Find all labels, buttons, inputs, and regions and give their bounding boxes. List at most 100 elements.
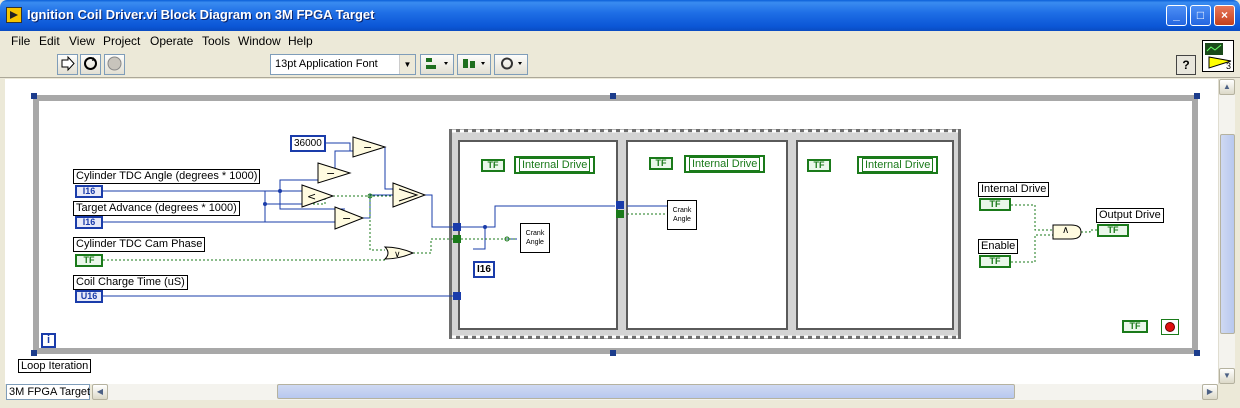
block-diagram-canvas[interactable]: − − < − ∨ xyxy=(5,79,1218,384)
svg-text:−: − xyxy=(363,141,372,154)
font-select[interactable]: 13pt Application Font ▼ xyxy=(270,54,416,75)
align-objects-button[interactable] xyxy=(420,54,454,75)
local-variable-internal-drive[interactable]: Internal Drive xyxy=(684,155,766,173)
local-variable-internal-drive[interactable]: Internal Drive xyxy=(514,156,596,174)
scroll-left-button[interactable]: ◀ xyxy=(92,384,108,400)
local-variable-internal-drive-label: Internal Drive xyxy=(519,158,591,172)
label-enable[interactable]: Enable xyxy=(978,239,1019,254)
distribute-objects-button[interactable] xyxy=(457,54,491,75)
target-tab[interactable]: 3M FPGA Target xyxy=(6,384,90,400)
crank-angle-subvi[interactable]: Crank Angle xyxy=(520,223,550,253)
type-constant-i16[interactable]: I16 xyxy=(473,261,495,278)
select-node[interactable] xyxy=(392,182,427,208)
menu-tools[interactable]: Tools xyxy=(202,34,231,48)
local-variable-internal-drive-type[interactable]: TF xyxy=(807,159,831,172)
svg-text:∨: ∨ xyxy=(394,250,401,260)
control-enable[interactable]: TF xyxy=(979,255,1011,268)
vi-icon-number: 3 xyxy=(1225,61,1231,71)
menu-project[interactable]: Project xyxy=(103,34,141,48)
stop-icon xyxy=(1165,322,1175,332)
local-variable-internal-drive[interactable]: Internal Drive xyxy=(857,156,939,174)
scroll-up-button[interactable]: ▲ xyxy=(1219,79,1235,95)
control-cylinder-tdc-angle[interactable]: I16 xyxy=(75,185,103,198)
reorder-icon xyxy=(501,57,522,70)
vertical-scrollbar[interactable]: ▲ ▼ xyxy=(1218,79,1235,384)
loop-resize-handle[interactable] xyxy=(1194,350,1200,356)
abort-button[interactable] xyxy=(104,54,125,75)
window-title: Ignition Coil Driver.vi Block Diagram on… xyxy=(27,7,375,22)
reorder-button[interactable] xyxy=(494,54,528,75)
integer-wires xyxy=(103,142,667,297)
horizontal-scrollbar[interactable]: ◀ ▶ xyxy=(92,384,1218,400)
loop-resize-handle[interactable] xyxy=(31,93,37,99)
label-cylinder-tdc-angle[interactable]: Cylinder TDC Angle (degrees * 1000) xyxy=(73,169,261,184)
maximize-button[interactable]: □ xyxy=(1190,5,1211,26)
subtract-node[interactable]: − xyxy=(352,136,387,158)
loop-resize-handle[interactable] xyxy=(31,350,37,356)
local-variable-internal-drive-type[interactable]: TF xyxy=(649,157,673,170)
loop-resize-handle[interactable] xyxy=(610,350,616,356)
vi-connector-icon xyxy=(1205,43,1232,69)
subtract-node[interactable]: − xyxy=(317,162,352,184)
boolean-wires xyxy=(103,195,1097,263)
run-continuously-button[interactable] xyxy=(80,54,101,75)
menu-file[interactable]: File xyxy=(11,34,31,48)
tunnel[interactable] xyxy=(616,201,624,209)
less-than-node[interactable]: < xyxy=(301,184,335,208)
label-output-drive[interactable]: Output Drive xyxy=(1096,208,1164,223)
label-cylinder-tdc-cam-phase[interactable]: Cylinder TDC Cam Phase xyxy=(73,237,206,252)
svg-text:<: < xyxy=(307,190,316,203)
or-gate-node[interactable]: ∨ xyxy=(383,246,415,260)
boolean-constant[interactable]: TF xyxy=(1122,320,1148,333)
menu-operate[interactable]: Operate xyxy=(150,34,194,48)
local-variable-internal-drive-label: Internal Drive xyxy=(689,157,761,171)
numeric-constant-36000[interactable]: 36000 xyxy=(290,135,326,152)
loop-resize-handle[interactable] xyxy=(1194,93,1200,99)
run-arrow-button[interactable] xyxy=(57,54,78,75)
minimize-button[interactable]: _ xyxy=(1166,5,1187,26)
svg-text:−: − xyxy=(326,167,335,180)
menu-help[interactable]: Help xyxy=(288,34,313,48)
scroll-down-button[interactable]: ▼ xyxy=(1219,368,1235,384)
tunnel[interactable] xyxy=(453,292,461,300)
label-target-advance[interactable]: Target Advance (degrees * 1000) xyxy=(73,201,240,216)
control-coil-charge-time[interactable]: U16 xyxy=(75,290,103,303)
wiring-layer: − − < − ∨ xyxy=(103,129,1097,339)
loop-resize-handle[interactable] xyxy=(610,93,616,99)
align-icon xyxy=(426,58,448,69)
vi-icon[interactable]: 3 xyxy=(1202,40,1234,72)
menu-window[interactable]: Window xyxy=(238,34,281,48)
indicator-output-drive[interactable]: TF xyxy=(1097,224,1129,237)
and-gate-node[interactable] xyxy=(1052,224,1082,240)
tunnel[interactable] xyxy=(616,210,624,218)
horizontal-scroll-thumb[interactable] xyxy=(277,384,1015,399)
local-variable-internal-drive-type[interactable]: TF xyxy=(481,159,505,172)
subtract-node[interactable]: − xyxy=(334,206,365,230)
stop-icon xyxy=(107,56,122,71)
crank-angle-subvi[interactable]: Crank Angle xyxy=(667,200,697,230)
label-loop-iteration[interactable]: Loop Iteration xyxy=(18,359,92,373)
chevron-down-icon[interactable]: ▼ xyxy=(399,55,415,74)
labview-app-icon[interactable] xyxy=(6,7,22,23)
menu-view[interactable]: View xyxy=(69,34,95,48)
tunnel[interactable] xyxy=(453,223,461,231)
title-bar[interactable]: Ignition Coil Driver.vi Block Diagram on… xyxy=(0,0,1240,31)
menu-edit[interactable]: Edit xyxy=(39,34,60,48)
run-continuously-icon xyxy=(84,57,97,70)
control-target-advance[interactable]: I16 xyxy=(75,216,103,229)
close-button[interactable]: × xyxy=(1214,5,1235,26)
control-cylinder-tdc-cam-phase[interactable]: TF xyxy=(75,254,103,267)
label-internal-drive[interactable]: Internal Drive xyxy=(978,182,1050,197)
loop-condition-terminal[interactable] xyxy=(1161,319,1179,335)
toolbar: 13pt Application Font ▼ xyxy=(0,51,1240,78)
tunnel[interactable] xyxy=(453,235,461,243)
context-help-button[interactable]: ? xyxy=(1176,55,1196,75)
vertical-scroll-thumb[interactable] xyxy=(1220,134,1235,334)
label-coil-charge-time[interactable]: Coil Charge Time (uS) xyxy=(73,275,188,290)
status-area: 3M FPGA Target ◀ ▶ xyxy=(0,384,1240,408)
distribute-icon xyxy=(463,59,485,68)
loop-iteration-terminal[interactable]: i xyxy=(41,333,56,348)
scroll-right-button[interactable]: ▶ xyxy=(1202,384,1218,400)
run-arrow-icon xyxy=(61,55,75,72)
control-internal-drive[interactable]: TF xyxy=(979,198,1011,211)
